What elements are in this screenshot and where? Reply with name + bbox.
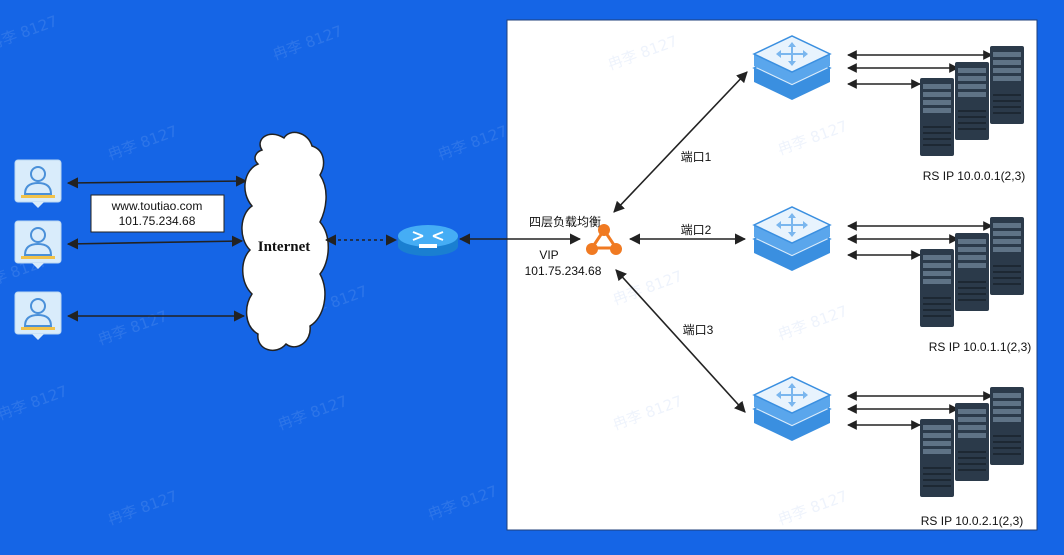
rs-label-3: RS IP 10.0.2.1(2,3) <box>921 514 1024 528</box>
switch-3-server-links <box>847 391 993 430</box>
user-1-link <box>66 175 248 189</box>
dns-domain: www.toutiao.com <box>111 199 203 213</box>
router-icon <box>398 225 458 256</box>
rs-label-1: RS IP 10.0.0.1(2,3) <box>923 169 1026 183</box>
user-icon <box>14 220 62 270</box>
vip-ip: 101.75.234.68 <box>525 264 602 278</box>
load-balancer-icon <box>586 224 622 255</box>
dns-ip: 101.75.234.68 <box>119 214 196 228</box>
dns-resolution-box: www.toutiao.com 101.75.234.68 <box>90 194 225 233</box>
port-2-label: 端口2 <box>681 223 712 237</box>
user-icon <box>14 159 62 209</box>
port-1-link <box>613 71 748 213</box>
switch-1-server-links <box>847 50 993 89</box>
port-3-label: 端口3 <box>683 323 714 337</box>
internet-label: Internet <box>258 239 311 255</box>
vip-label: VIP <box>539 248 558 262</box>
cloud-icon: Internet <box>241 131 329 352</box>
rs-label-2: RS IP 10.0.1.1(2,3) <box>929 340 1032 354</box>
switch-2-server-links <box>847 221 993 260</box>
port-1-label: 端口1 <box>681 150 712 164</box>
user-2-link <box>66 235 244 250</box>
user-icon <box>14 291 62 341</box>
lb-title: 四层负载均衡 <box>529 215 601 229</box>
port-3-link <box>615 269 746 413</box>
